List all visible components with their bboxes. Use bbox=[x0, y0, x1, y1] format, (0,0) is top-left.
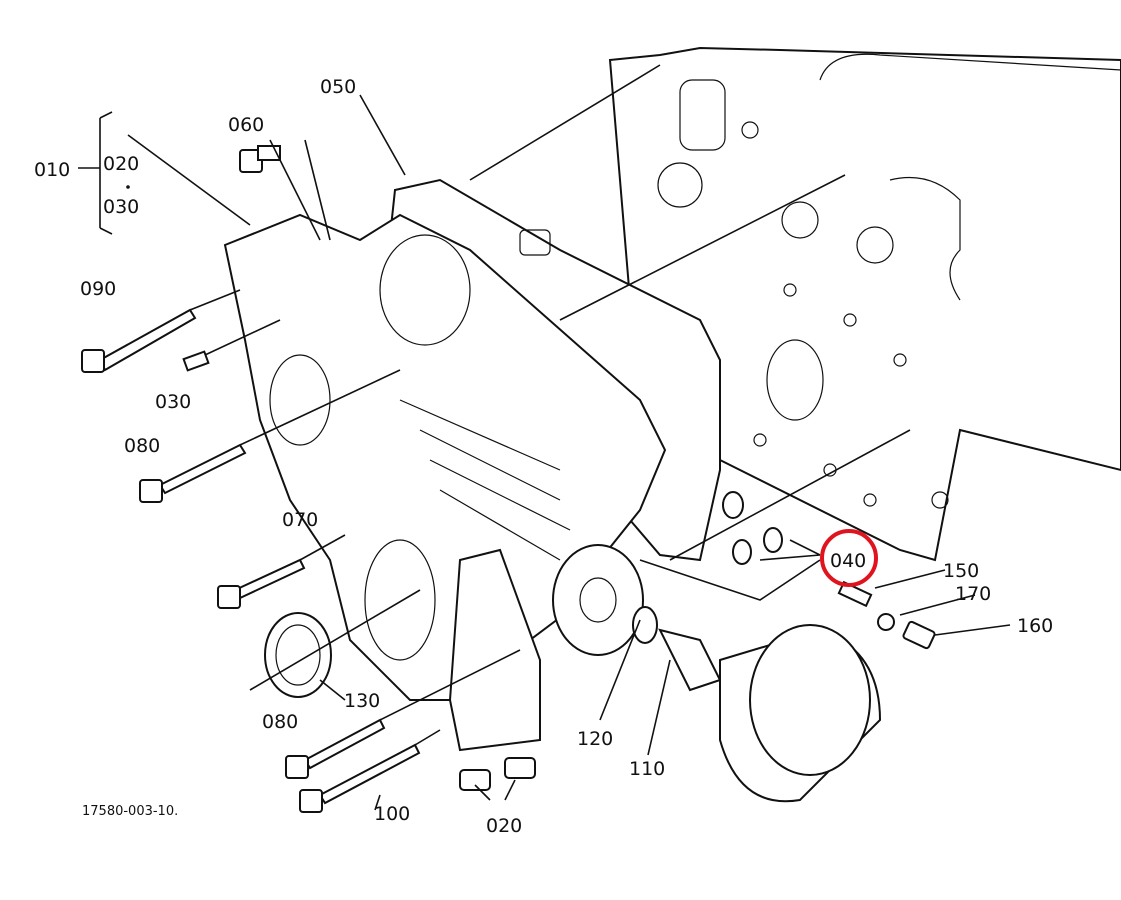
label-090[interactable]: 090 bbox=[80, 278, 116, 300]
drawing-number: 17580-003-10. bbox=[82, 804, 178, 819]
label-170[interactable]: 170 bbox=[955, 583, 991, 605]
label-070[interactable]: 070 bbox=[282, 509, 318, 531]
label-040[interactable]: 040 bbox=[830, 550, 866, 572]
label-050[interactable]: 050 bbox=[320, 76, 356, 98]
label-080-bottom[interactable]: 080 bbox=[262, 711, 298, 733]
label-010[interactable]: 010 bbox=[34, 159, 70, 181]
label-100[interactable]: 100 bbox=[374, 803, 410, 825]
label-130[interactable]: 130 bbox=[344, 690, 380, 712]
label-150[interactable]: 150 bbox=[943, 560, 979, 582]
label-020-bottom[interactable]: 020 bbox=[486, 815, 522, 837]
part-labels: 010 020 030 050 060 090 030 080 070 130 … bbox=[34, 76, 1053, 837]
label-120[interactable]: 120 bbox=[577, 728, 613, 750]
label-110[interactable]: 110 bbox=[629, 758, 665, 780]
label-060[interactable]: 060 bbox=[228, 114, 264, 136]
engine-block bbox=[608, 46, 1121, 562]
label-030[interactable]: 030 bbox=[155, 391, 191, 413]
oil-filter-110 bbox=[552, 544, 882, 803]
highlight-circle bbox=[820, 529, 878, 587]
small-parts bbox=[81, 145, 936, 813]
gear-case-cover bbox=[223, 213, 667, 752]
label-080-top[interactable]: 080 bbox=[124, 435, 160, 457]
leader-lines bbox=[78, 64, 1011, 811]
label-020-top[interactable]: 020 bbox=[103, 153, 139, 175]
label-160[interactable]: 160 bbox=[1017, 615, 1053, 637]
label-030-top[interactable]: 030 bbox=[103, 196, 139, 218]
